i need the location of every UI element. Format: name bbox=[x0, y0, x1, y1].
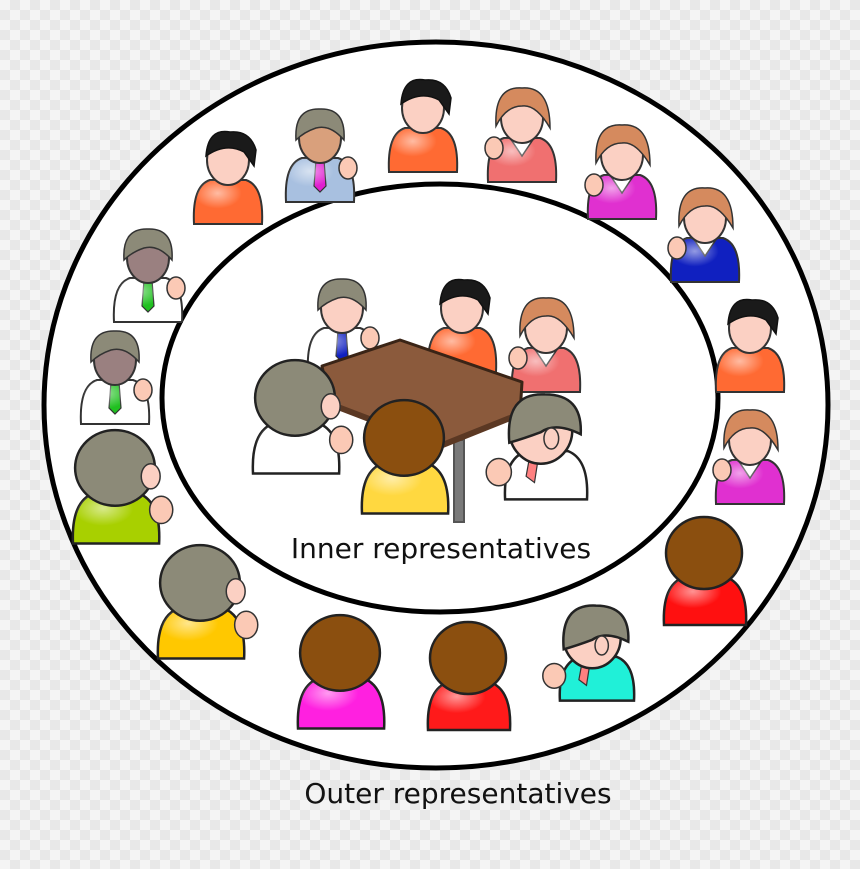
outer-person-15 bbox=[542, 604, 636, 702]
outer-person-13 bbox=[296, 613, 386, 730]
inner-person-4 bbox=[251, 358, 354, 475]
outer-person-2 bbox=[284, 108, 358, 203]
outer-representatives-group bbox=[71, 78, 786, 732]
outer-person-14 bbox=[426, 620, 512, 732]
inner-representatives-front bbox=[251, 358, 589, 515]
inner-person-5 bbox=[360, 398, 450, 515]
inner-representatives-label: Inner representatives bbox=[291, 532, 591, 565]
inner-person-6 bbox=[485, 393, 589, 501]
outer-person-7 bbox=[714, 298, 786, 393]
table-leg bbox=[453, 439, 465, 523]
outer-person-8 bbox=[712, 409, 786, 505]
outer-person-12 bbox=[156, 543, 259, 660]
outer-person-10 bbox=[79, 330, 153, 425]
outer-person-4 bbox=[484, 87, 558, 183]
inner-person-3 bbox=[508, 297, 582, 393]
outer-person-6 bbox=[667, 187, 741, 283]
outer-representatives-label: Outer representatives bbox=[304, 777, 611, 810]
outer-person-11 bbox=[71, 428, 174, 545]
outer-person-5 bbox=[584, 124, 658, 220]
outer-person-3 bbox=[387, 78, 459, 173]
outer-person-9 bbox=[112, 228, 186, 323]
outer-person-16 bbox=[662, 515, 748, 627]
outer-person-1 bbox=[192, 130, 264, 225]
